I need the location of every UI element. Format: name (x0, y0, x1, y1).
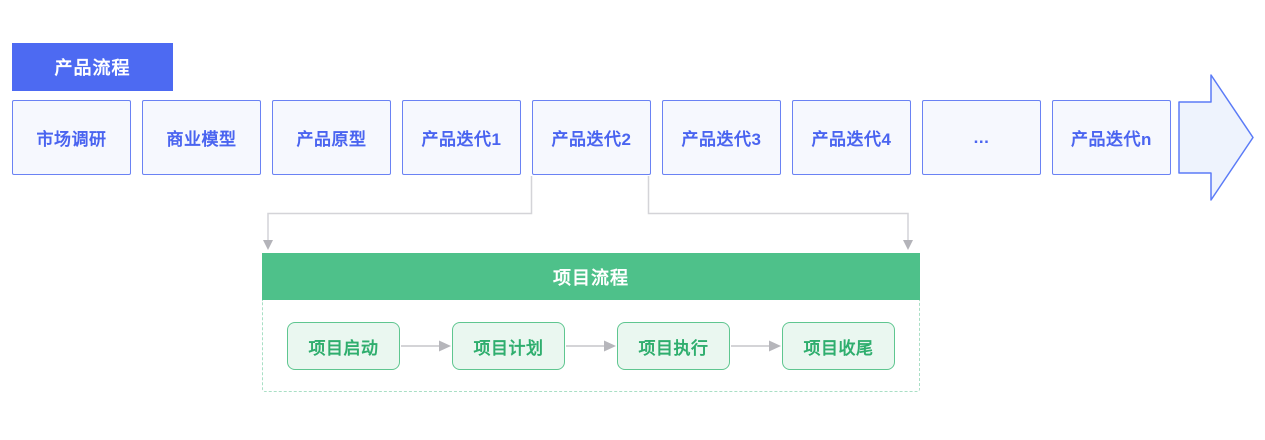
project-step-planning: 项目计划 (452, 322, 565, 370)
product-step-iteration-4: 产品迭代4 (792, 100, 911, 175)
product-step-ellipsis: ... (922, 100, 1041, 175)
product-step-iteration-n: 产品迭代n (1052, 100, 1171, 175)
product-step-iteration-1: 产品迭代1 (402, 100, 521, 175)
connector-arrowhead-right (903, 240, 913, 250)
product-flow-label: 产品流程 (12, 43, 173, 91)
project-step-closure: 项目收尾 (782, 322, 895, 370)
flow-arrow-icon (731, 340, 781, 352)
project-flow-section: 项目流程 项目启动 项目计划 项目执行 项目收尾 (262, 253, 920, 392)
forward-arrow-icon (1178, 74, 1254, 201)
product-step-market-research: 市场调研 (12, 100, 131, 175)
project-step-execution: 项目执行 (617, 322, 730, 370)
product-step-iteration-2: 产品迭代2 (532, 100, 651, 175)
project-flow-header: 项目流程 (262, 253, 920, 300)
project-flow-body: 项目启动 项目计划 项目执行 项目收尾 (262, 300, 920, 392)
connector-arrowhead-left (263, 240, 273, 250)
flow-arrow-icon (566, 340, 616, 352)
product-step-iteration-3: 产品迭代3 (662, 100, 781, 175)
product-step-product-prototype: 产品原型 (272, 100, 391, 175)
project-step-initiation: 项目启动 (287, 322, 400, 370)
product-step-business-model: 商业模型 (142, 100, 261, 175)
flow-arrow-icon (401, 340, 451, 352)
